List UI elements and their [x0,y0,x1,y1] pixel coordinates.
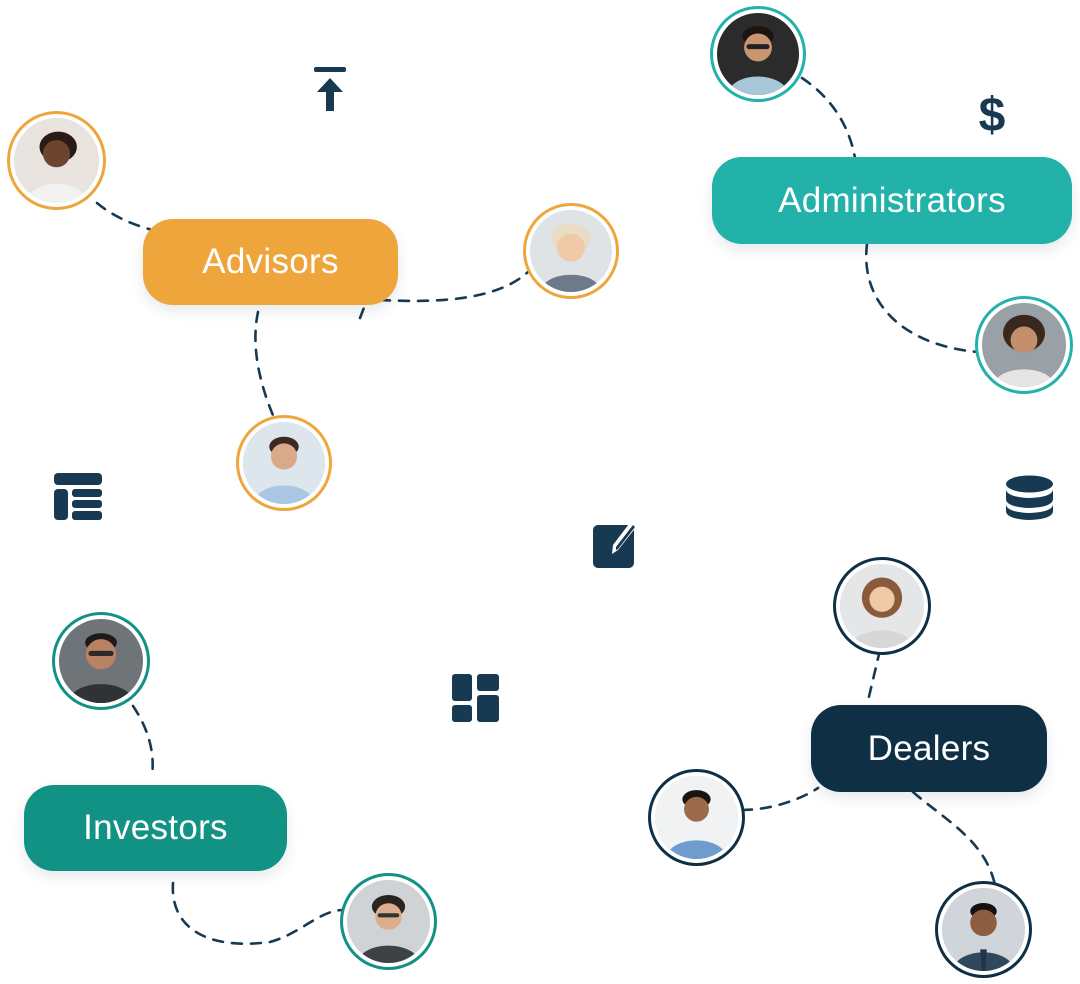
advisors-pill: Advisors [143,219,398,305]
connector-advisors-right [378,268,532,303]
dashboard-icon [452,674,499,722]
person-photo [59,619,143,703]
person-photo [347,880,430,963]
connector-administrators-bottom [864,242,980,354]
avatar-dealer-1 [836,560,928,652]
avatar-advisor-3 [239,418,329,508]
connector-dealers-bottom [911,790,997,887]
connector-advisors-top-left [95,201,154,232]
avatar-administrator-2 [978,299,1070,391]
avatar-administrator-1 [713,9,803,99]
connector-investors-bottom [171,881,345,946]
dealers-pill: Dealers [811,705,1047,792]
avatar-advisor-2 [526,206,616,296]
dollar-icon: $ [978,89,1006,142]
investors-label: Investors [83,808,228,847]
person-photo [840,564,924,648]
table-layout-icon [54,473,102,520]
connector-dealers-left [740,786,820,812]
dealers-label: Dealers [867,728,991,768]
connector-advisors-bottom [254,310,277,422]
connector-investors-top [131,704,154,778]
administrators-pill: Administrators [712,157,1072,244]
avatar-advisor-1 [10,114,103,207]
connector-dealers-top [865,648,882,707]
advisors-label: Advisors [202,242,339,281]
person-photo [14,118,99,203]
person-photo [982,303,1066,387]
person-photo [717,13,799,95]
person-photo [530,210,612,292]
person-photo [243,422,325,504]
connector-advisors-mid [358,303,367,320]
investors-pill: Investors [24,785,287,871]
person-photo [942,888,1025,971]
avatar-investor-2 [343,876,434,967]
avatar-dealer-3 [938,884,1029,975]
connector-administrators-top [800,76,857,160]
avatar-dealer-2 [651,772,742,863]
edit-icon [592,517,640,569]
person-photo [655,776,738,859]
administrators-label: Administrators [778,180,1006,220]
avatar-investor-1 [55,615,147,707]
database-icon [1005,475,1054,520]
upload-icon [313,66,347,112]
